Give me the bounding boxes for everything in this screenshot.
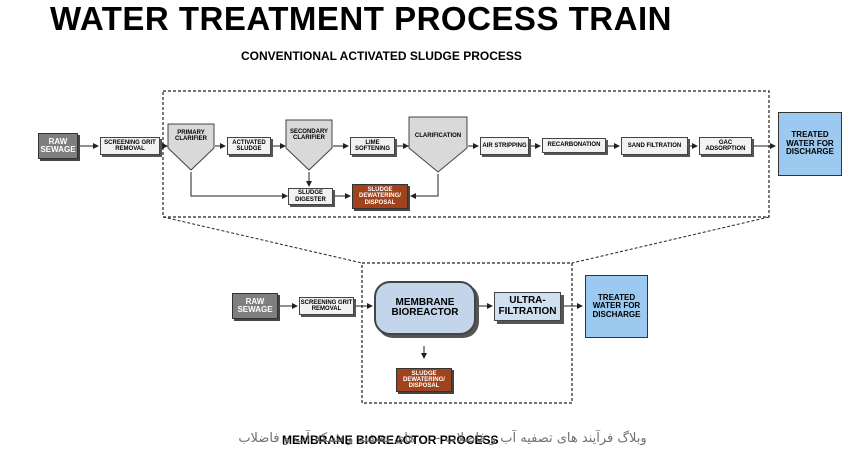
gac-adsorption-box: GAC ADSORPTION xyxy=(699,137,752,155)
ultrafiltration-box: ULTRA-FILTRATION xyxy=(494,292,561,321)
treated-water-box: TREATED WATER FOR DISCHARGE xyxy=(778,112,842,176)
membrane-bioreactor-box: MEMBRANE BIOREACTOR xyxy=(374,281,476,335)
page-title: WATER TREATMENT PROCESS TRAIN xyxy=(50,0,672,37)
sludge-dewatering-box: SLUDGE DEWATERING/ DISPOSAL xyxy=(352,184,408,209)
recarbonation-box: RECARBONATION xyxy=(542,138,606,153)
lime-softening-box: LIME SOFTENING xyxy=(350,137,395,155)
primary-clarifier-label: PRIMARY CLARIFIER xyxy=(175,130,207,143)
sludge-digester-box: SLUDGE DIGESTER xyxy=(288,188,333,205)
screening-grit-removal-box: SCREENING GRIT REMOVAL xyxy=(100,137,160,155)
mbr-process-frame xyxy=(361,262,573,404)
conventional-process-heading: CONVENTIONAL ACTIVATED SLUDGE PROCESS xyxy=(241,49,522,63)
primary-clarifier-shape xyxy=(167,123,215,171)
watermark-text: وبلاگ فرآیند های تصفیه آب و فاضلاب - ...… xyxy=(238,431,647,446)
clarification-shape xyxy=(408,116,468,173)
sand-filtration-box: SAND FILTRATION xyxy=(621,137,688,155)
raw-sewage-box: RAW SEWAGE xyxy=(38,133,78,159)
secondary-clarifier-shape xyxy=(285,119,333,171)
mbr-screening-grit-removal-box: SCREENING GRIT REMOVAL xyxy=(299,297,354,315)
conventional-process-frame xyxy=(162,90,770,218)
air-stripping-box: AIR STRIPPING xyxy=(480,137,529,155)
mbr-process-heading: MEMBRANE BIOREACTOR PROCESS xyxy=(282,433,499,447)
mbr-sludge-dewatering-box: SLUDGE DEWATERING/ DISPOSAL xyxy=(396,368,452,392)
secondary-clarifier-label: SECONDARY CLARIFIER xyxy=(289,129,329,142)
clarification-label: CLARIFICATION xyxy=(414,133,462,139)
mbr-treated-water-box: TREATED WATER FOR DISCHARGE xyxy=(585,275,648,338)
activated-sludge-box: ACTIVATED SLUDGE xyxy=(227,137,271,155)
mbr-raw-sewage-box: RAW SEWAGE xyxy=(232,293,278,319)
